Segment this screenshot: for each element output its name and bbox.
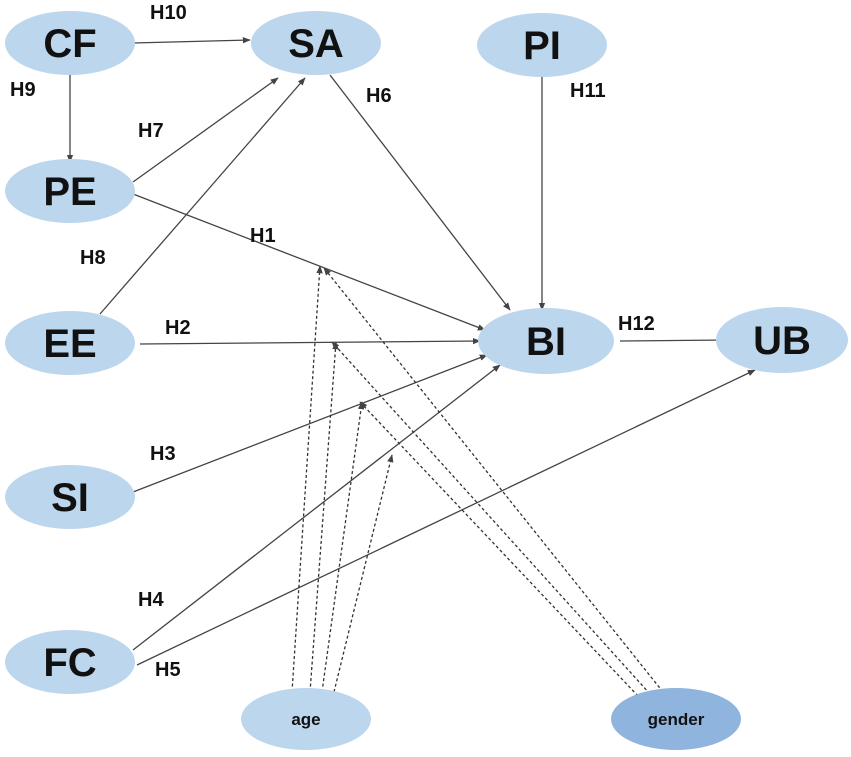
node-ub: UB [716,307,848,373]
label-h8: H8 [80,247,106,269]
label-h2: H2 [165,317,191,339]
svg-text:UB: UB [753,319,811,363]
node-sa: SA [251,11,381,75]
svg-text:SA: SA [288,22,344,66]
svg-text:SI: SI [51,476,89,520]
edge-pe-bi [132,193,486,331]
edge-age-h3 [321,401,365,693]
svg-text:PI: PI [523,24,561,68]
edge-gender-h1 [323,267,664,693]
svg-text:gender: gender [648,710,705,729]
label-h12: H12 [618,313,655,335]
node-si: SI [5,465,135,529]
svg-text:age: age [291,710,320,729]
edge-cf-sa [132,36,251,44]
node-pe: PE [5,159,135,223]
svg-text:PE: PE [43,170,96,214]
node-ee: EE [5,311,135,375]
label-h10: H10 [150,2,187,24]
edge-gender-h2 [331,341,651,695]
edge-age-h1 [291,265,323,693]
node-age: age [241,688,371,750]
node-bi: BI [478,308,614,374]
node-fc: FC [5,630,135,694]
svg-text:CF: CF [43,22,96,66]
svg-text:EE: EE [43,322,96,366]
label-h1: H1 [250,225,276,247]
node-pi: PI [477,13,607,77]
label-h5: H5 [155,659,181,681]
svg-text:FC: FC [43,641,96,685]
edge-gender-h3 [359,401,639,697]
edge-age-h2 [309,341,339,693]
label-h4: H4 [138,589,164,611]
edge-ee-sa [99,77,306,315]
edge-age-h4 [333,454,394,693]
label-h9: H9 [10,79,36,101]
node-cf: CF [5,11,135,75]
label-h6: H6 [366,85,392,107]
edge-sa-bi [329,74,511,311]
label-h7: H7 [138,120,164,142]
label-h3: H3 [150,443,176,465]
edge-ee-bi [139,337,481,345]
svg-text:BI: BI [526,320,566,364]
node-gender: gender [611,688,741,750]
edge-si-bi [132,354,488,493]
edge-fc-ub [136,369,756,666]
edge-pe-sa [132,77,279,183]
label-h11: H11 [570,80,606,102]
edge-bi-ub [619,336,728,344]
